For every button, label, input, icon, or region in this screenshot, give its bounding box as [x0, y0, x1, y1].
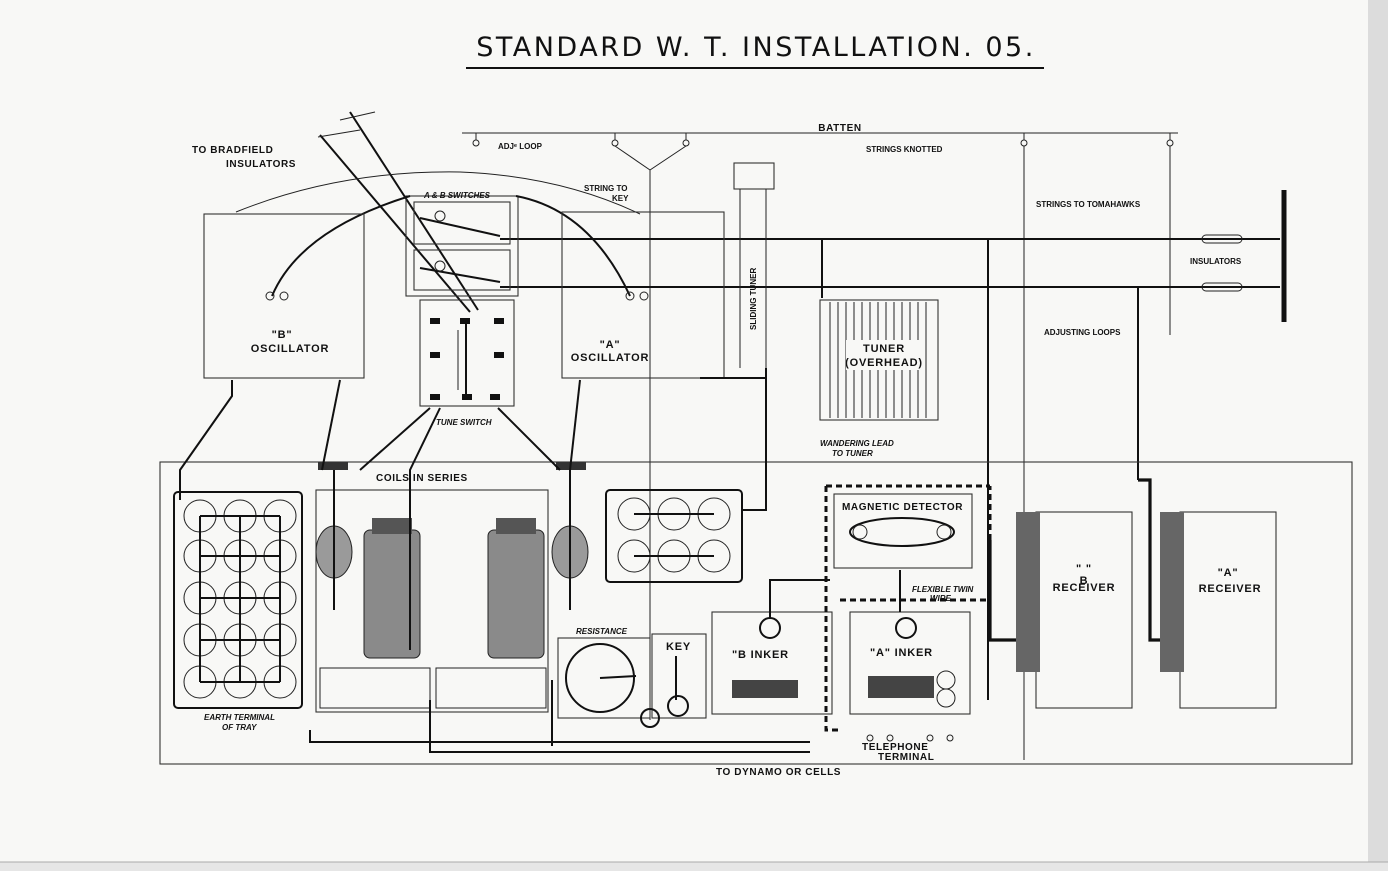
b-receiver: " " B RECEIVER	[988, 511, 1133, 709]
a-receiver-label: RECEIVER	[1199, 583, 1262, 595]
resistance-label: RESISTANCE	[576, 627, 628, 636]
telephone-terminal: TELEPHONE TERMINAL	[862, 734, 954, 763]
b-oscillator-quote: "B"	[272, 329, 293, 341]
resistance: RESISTANCE	[557, 627, 651, 719]
key-label: KEY	[666, 641, 691, 653]
a-receiver-quote: "A"	[1218, 567, 1239, 579]
battery-left: EARTH TERMINAL OF TRAY	[173, 491, 303, 732]
flexible-twin-wire-label-2: WIRE	[930, 594, 952, 603]
tray	[159, 461, 1353, 765]
tune-switch: TUNE SWITCH	[419, 299, 515, 427]
a-oscillator: "A" OSCILLATOR	[561, 211, 725, 379]
tune-switch-label: TUNE SWITCH	[436, 418, 492, 427]
a-inker-label: "A" INKER	[870, 647, 933, 659]
insulators-label: INSULATORS	[1190, 257, 1242, 266]
wandering-lead-label-2: TO TUNER	[832, 449, 873, 458]
strings-knotted-label: STRINGS KNOTTED	[866, 145, 943, 154]
earth-terminal-label-1: EARTH TERMINAL	[204, 713, 275, 722]
b-oscillator: "B" OSCILLATOR	[203, 213, 365, 379]
battery-right	[605, 378, 767, 583]
string-to-key-label-1: STRING TO	[584, 184, 627, 193]
morse-key: KEY	[640, 633, 707, 728]
coils-in-series-label: COILS IN SERIES	[376, 473, 468, 484]
flexible-twin-wire-label-1: FLEXIBLE TWIN	[912, 585, 974, 594]
aerial-wires: INSULATORS STRINGS TO TOMAHAWKS ADJUSTIN…	[500, 190, 1287, 700]
to-bradfield-label-1: TO BRADFIELD	[192, 145, 273, 156]
sliding-tuner-label: SLIDING TUNER	[749, 268, 758, 330]
wandering-lead-label-1: WANDERING LEAD	[820, 439, 894, 448]
magnetic-detector: MAGNETIC DETECTOR FLEXIBLE TWIN WIRE	[824, 484, 992, 732]
interconnect-wires	[179, 379, 901, 753]
tuner-label-2: (OVERHEAD)	[845, 357, 923, 369]
b-receiver-letter: B	[1080, 575, 1089, 587]
b-inker-label: "B INKER	[732, 649, 789, 661]
strings-to-tomahawks-label: STRINGS TO TOMAHAWKS	[1036, 200, 1141, 209]
telephone-terminal-label-2: TERMINAL	[878, 752, 934, 763]
ab-switches-label: A & B SWITCHES	[423, 191, 491, 200]
b-receiver-quote: " "	[1076, 563, 1092, 575]
page-title: STANDARD W. T. INSTALLATION. 05.	[476, 32, 1036, 63]
batten-label: BATTEN	[818, 123, 861, 134]
to-dynamo-label: TO DYNAMO OR CELLS	[716, 767, 841, 778]
adj-loop-label: ADJᵉ LOOP	[498, 142, 543, 151]
string-to-key-label-2: KEY	[612, 194, 629, 203]
batten: BATTEN ADJᵉ LOOP STRINGS KNOTTED	[462, 123, 1178, 760]
a-oscillator-label: OSCILLATOR	[571, 352, 649, 364]
coils-in-series: COILS IN SERIES	[315, 462, 589, 713]
b-receiver-label: RECEIVER	[1053, 582, 1116, 594]
telephone-terminal-label-1: TELEPHONE	[862, 742, 929, 753]
a-receiver: "A" RECEIVER	[1138, 478, 1277, 709]
earth-terminal-label-2: OF TRAY	[222, 723, 257, 732]
adjusting-loops-label: ADJUSTING LOOPS	[1044, 328, 1121, 337]
magnetic-detector-label: MAGNETIC DETECTOR	[842, 502, 963, 513]
b-inker: "B INKER	[711, 611, 833, 715]
to-bradfield-label-2: INSULATORS	[226, 159, 296, 170]
tuner-overhead: TUNER (OVERHEAD)	[819, 299, 939, 421]
a-inker: "A" INKER	[849, 611, 971, 715]
a-oscillator-quote: "A"	[600, 339, 621, 351]
tuner-label-1: TUNER	[863, 343, 905, 355]
ab-switches: A & B SWITCHES	[405, 191, 519, 297]
b-oscillator-label: OSCILLATOR	[251, 343, 329, 355]
